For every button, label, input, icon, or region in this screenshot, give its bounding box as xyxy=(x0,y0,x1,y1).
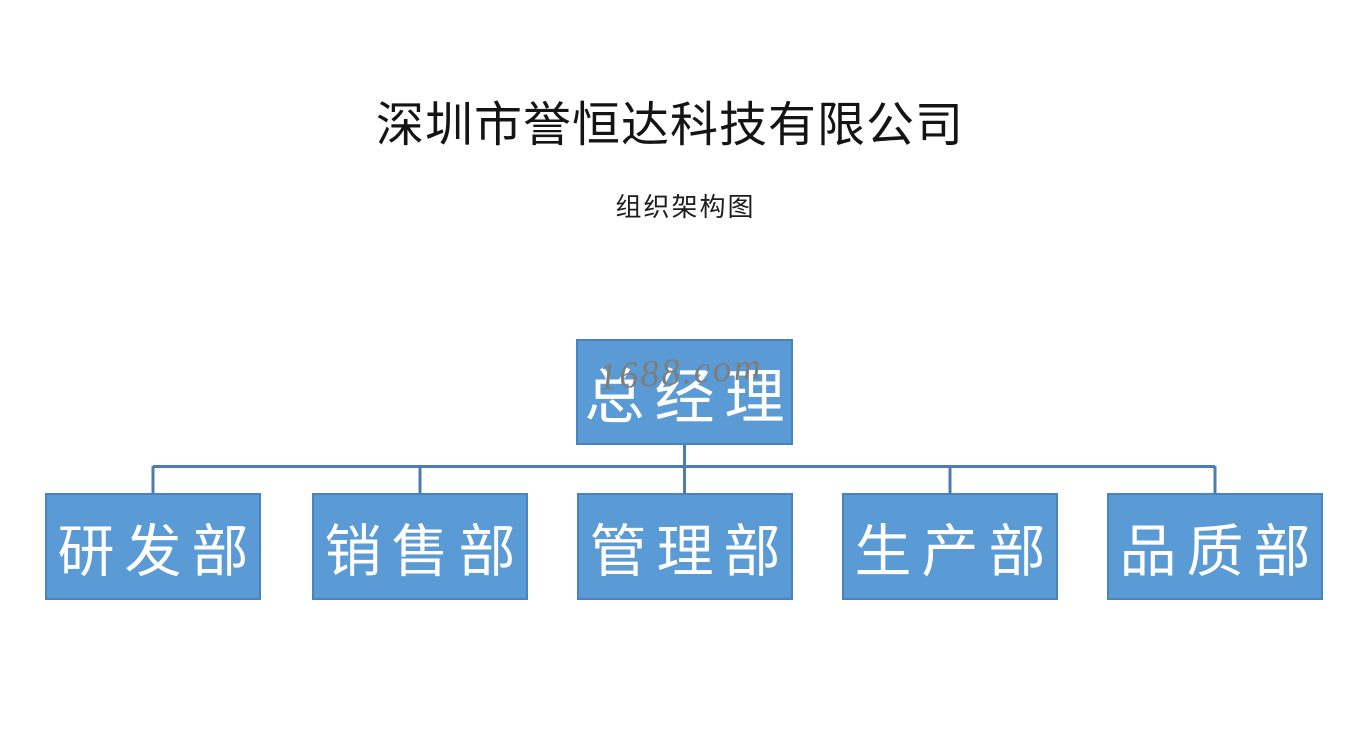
org-node-general-manager: 总经理 xyxy=(576,339,793,445)
org-node-production-department: 生产部 xyxy=(842,493,1058,600)
org-node-label: 研发部 xyxy=(57,520,259,584)
org-node-label: 销售部 xyxy=(324,520,526,584)
connector-path xyxy=(151,445,1217,493)
org-node-sales-department: 销售部 xyxy=(312,493,528,600)
org-node-label: 总经理 xyxy=(584,364,795,431)
org-node-rd-department: 研发部 xyxy=(45,493,261,600)
chart-subtitle: 组织架构图 xyxy=(615,193,756,222)
company-name-title: 深圳市誉恒达科技有限公司 xyxy=(375,99,964,152)
org-node-label: 管理部 xyxy=(589,520,791,584)
org-node-quality-department: 品质部 xyxy=(1107,493,1323,600)
org-node-label: 品质部 xyxy=(1119,520,1321,584)
org-node-label: 生产部 xyxy=(854,520,1056,584)
org-node-admin-department: 管理部 xyxy=(577,493,793,600)
